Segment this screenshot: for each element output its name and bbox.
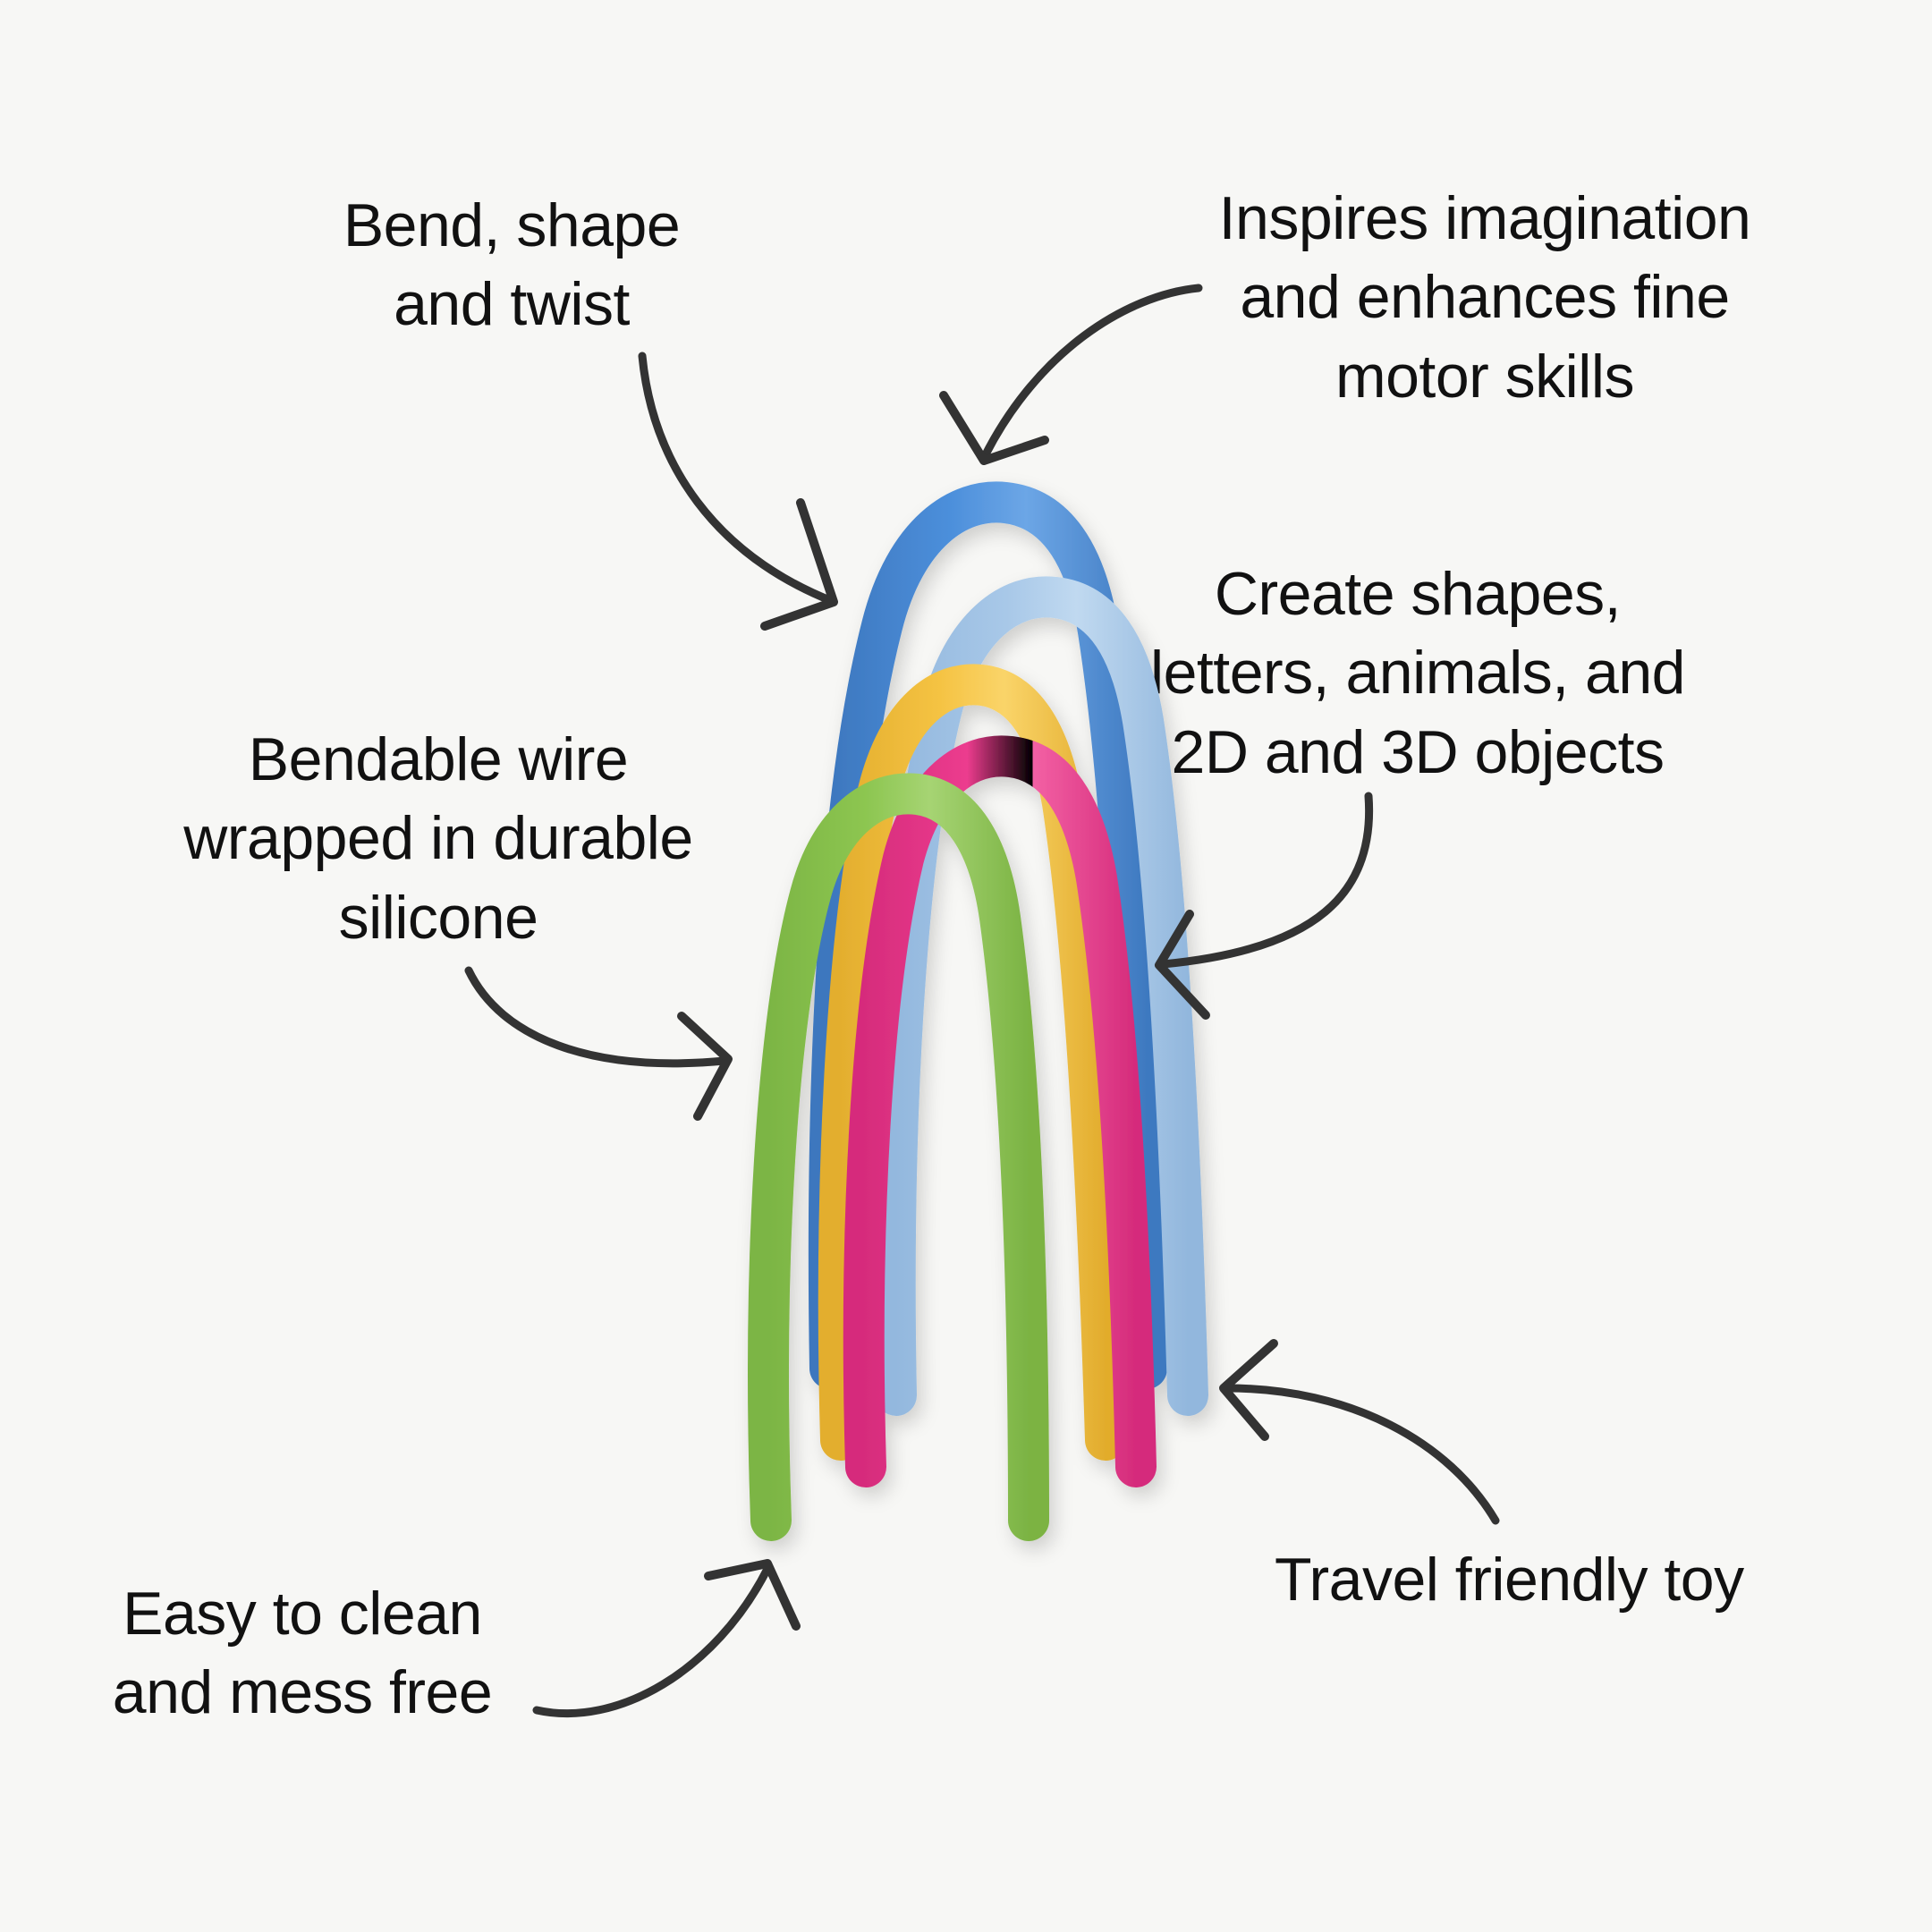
callout-bend-shape-twist: Bend, shape and twist <box>343 191 681 339</box>
green-strand <box>748 773 1049 1541</box>
callout-bendable-wire: Bendable wire wrapped in durable silicon… <box>183 725 693 952</box>
callout-create-shapes: Create shapes, letters, animals, and 2D … <box>1149 560 1686 786</box>
arrow-create-shapes <box>1155 792 1374 1020</box>
callout-inspires-imagination: Inspires imagination and enhances fine m… <box>1218 184 1751 411</box>
callout-easy-to-clean: Easy to clean and mess free <box>112 1580 493 1727</box>
callout-travel-friendly: Travel friendly toy <box>1275 1546 1744 1614</box>
arrow-inspires-imagination <box>939 284 1203 465</box>
pink-strand <box>843 735 1157 1487</box>
arrow-bendable-wire <box>464 966 733 1121</box>
yellow-strand <box>818 664 1126 1461</box>
arrow-easy-to-clean <box>532 1559 801 1718</box>
light-blue-strand <box>874 576 1208 1416</box>
arrow-bend-shape-twist <box>638 352 838 631</box>
arrow-travel-friendly <box>1219 1339 1500 1525</box>
